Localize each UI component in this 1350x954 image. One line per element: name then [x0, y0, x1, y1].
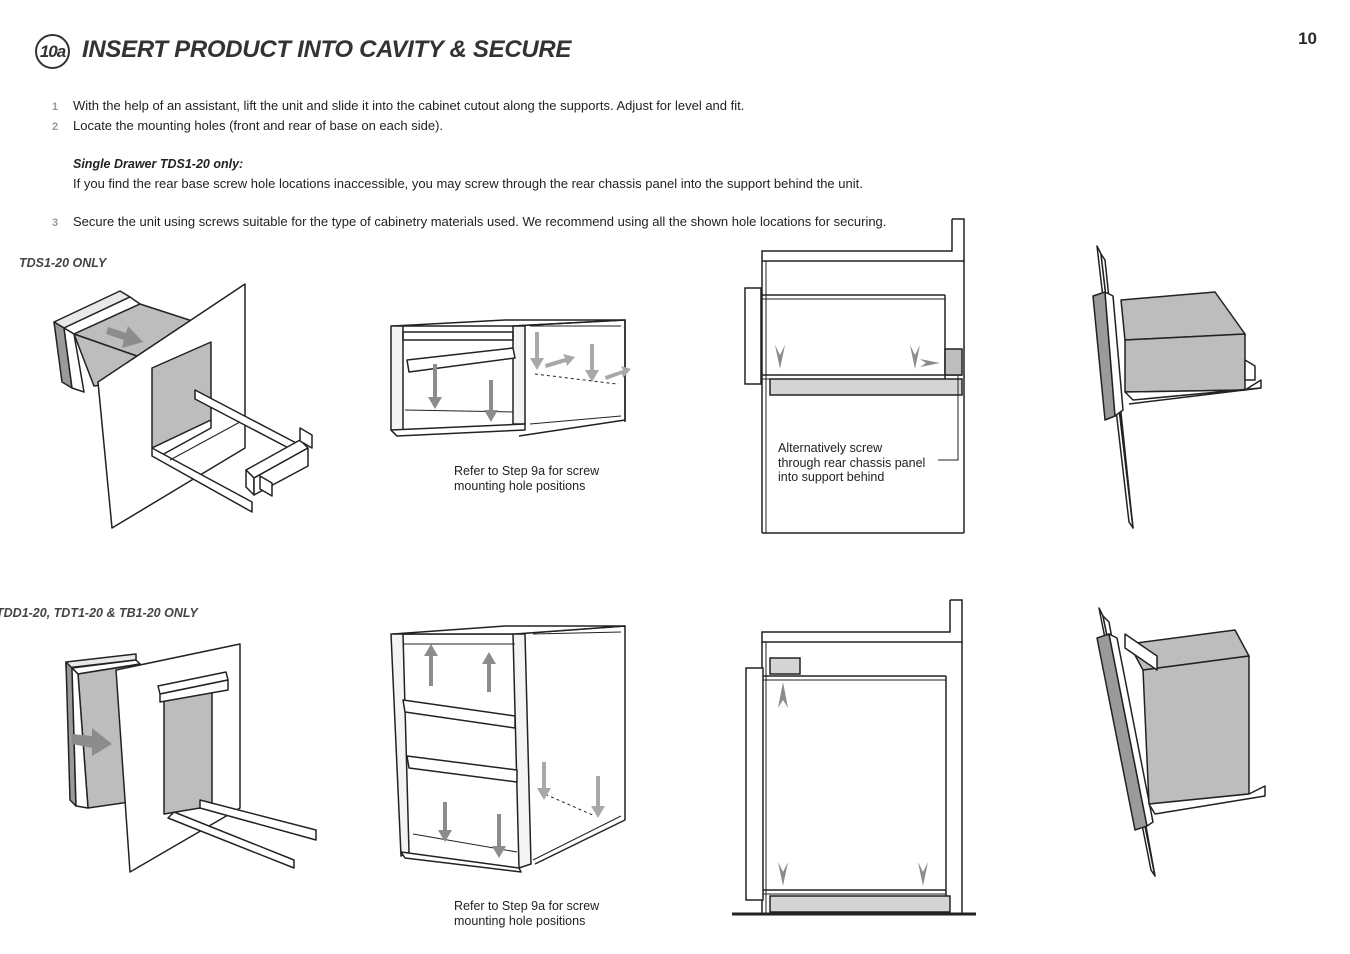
- caption-line: mounting hole positions: [454, 913, 586, 928]
- caption-line: through rear chassis panel: [778, 455, 926, 470]
- instruction-text: With the help of an assistant, lift the …: [73, 98, 745, 113]
- instruction-3: 3 Secure the unit using screws suitable f…: [52, 214, 886, 229]
- instruction-number: 3: [52, 217, 59, 229]
- note-title: Single Drawer TDS1-20 only:: [73, 157, 244, 171]
- instruction-1: 1 With the help of an assistant, lift the…: [52, 98, 744, 113]
- illustration-multi-side-section: [732, 599, 976, 916]
- caption-alternative: Alternatively screw through rear chassis…: [778, 441, 925, 485]
- instruction-number: 2: [52, 121, 59, 133]
- section-label-tdd-tdt-tb: TDD1-20, TDT1-20 & TB1-20 ONLY: [0, 606, 198, 620]
- caption-line: into support behind: [778, 470, 885, 484]
- caption-line: mounting hole positions: [454, 478, 586, 493]
- instruction-2: 2 Locate the mounting holes (front and re…: [52, 118, 443, 133]
- illustration-single-cabinet-screws: [390, 319, 631, 437]
- instruction-number: 1: [52, 101, 59, 113]
- illustration-multi-installed: [1096, 607, 1266, 877]
- instruction-text: Secure the unit using screws suitable fo…: [73, 214, 887, 229]
- note-text: If you find the rear base screw hole loc…: [73, 176, 863, 191]
- caption-bottom-refer: Refer to Step 9a for screw mounting hole…: [454, 899, 599, 928]
- caption-line: Refer to Step 9a for screw: [454, 899, 600, 913]
- illustration-single-side-section: [744, 218, 965, 534]
- illustration-multi-insert: [65, 643, 317, 873]
- page-title: INSERT PRODUCT INTO CAVITY & SECURE: [82, 36, 572, 63]
- step-badge: 10a: [35, 34, 70, 69]
- caption-line: Alternatively screw: [778, 441, 883, 455]
- illustration-multi-cabinet-screws: [390, 625, 626, 873]
- section-label-tds1: TDS1-20 ONLY: [19, 256, 107, 270]
- page-number: 10: [1298, 29, 1317, 48]
- illustration-single-insert: [53, 283, 313, 529]
- illustration-single-installed: [1092, 245, 1262, 529]
- instruction-text: Locate the mounting holes (front and rea…: [73, 118, 444, 133]
- caption-line: Refer to Step 9a for screw: [454, 464, 600, 478]
- caption-top-refer: Refer to Step 9a for screw mounting hole…: [454, 464, 599, 493]
